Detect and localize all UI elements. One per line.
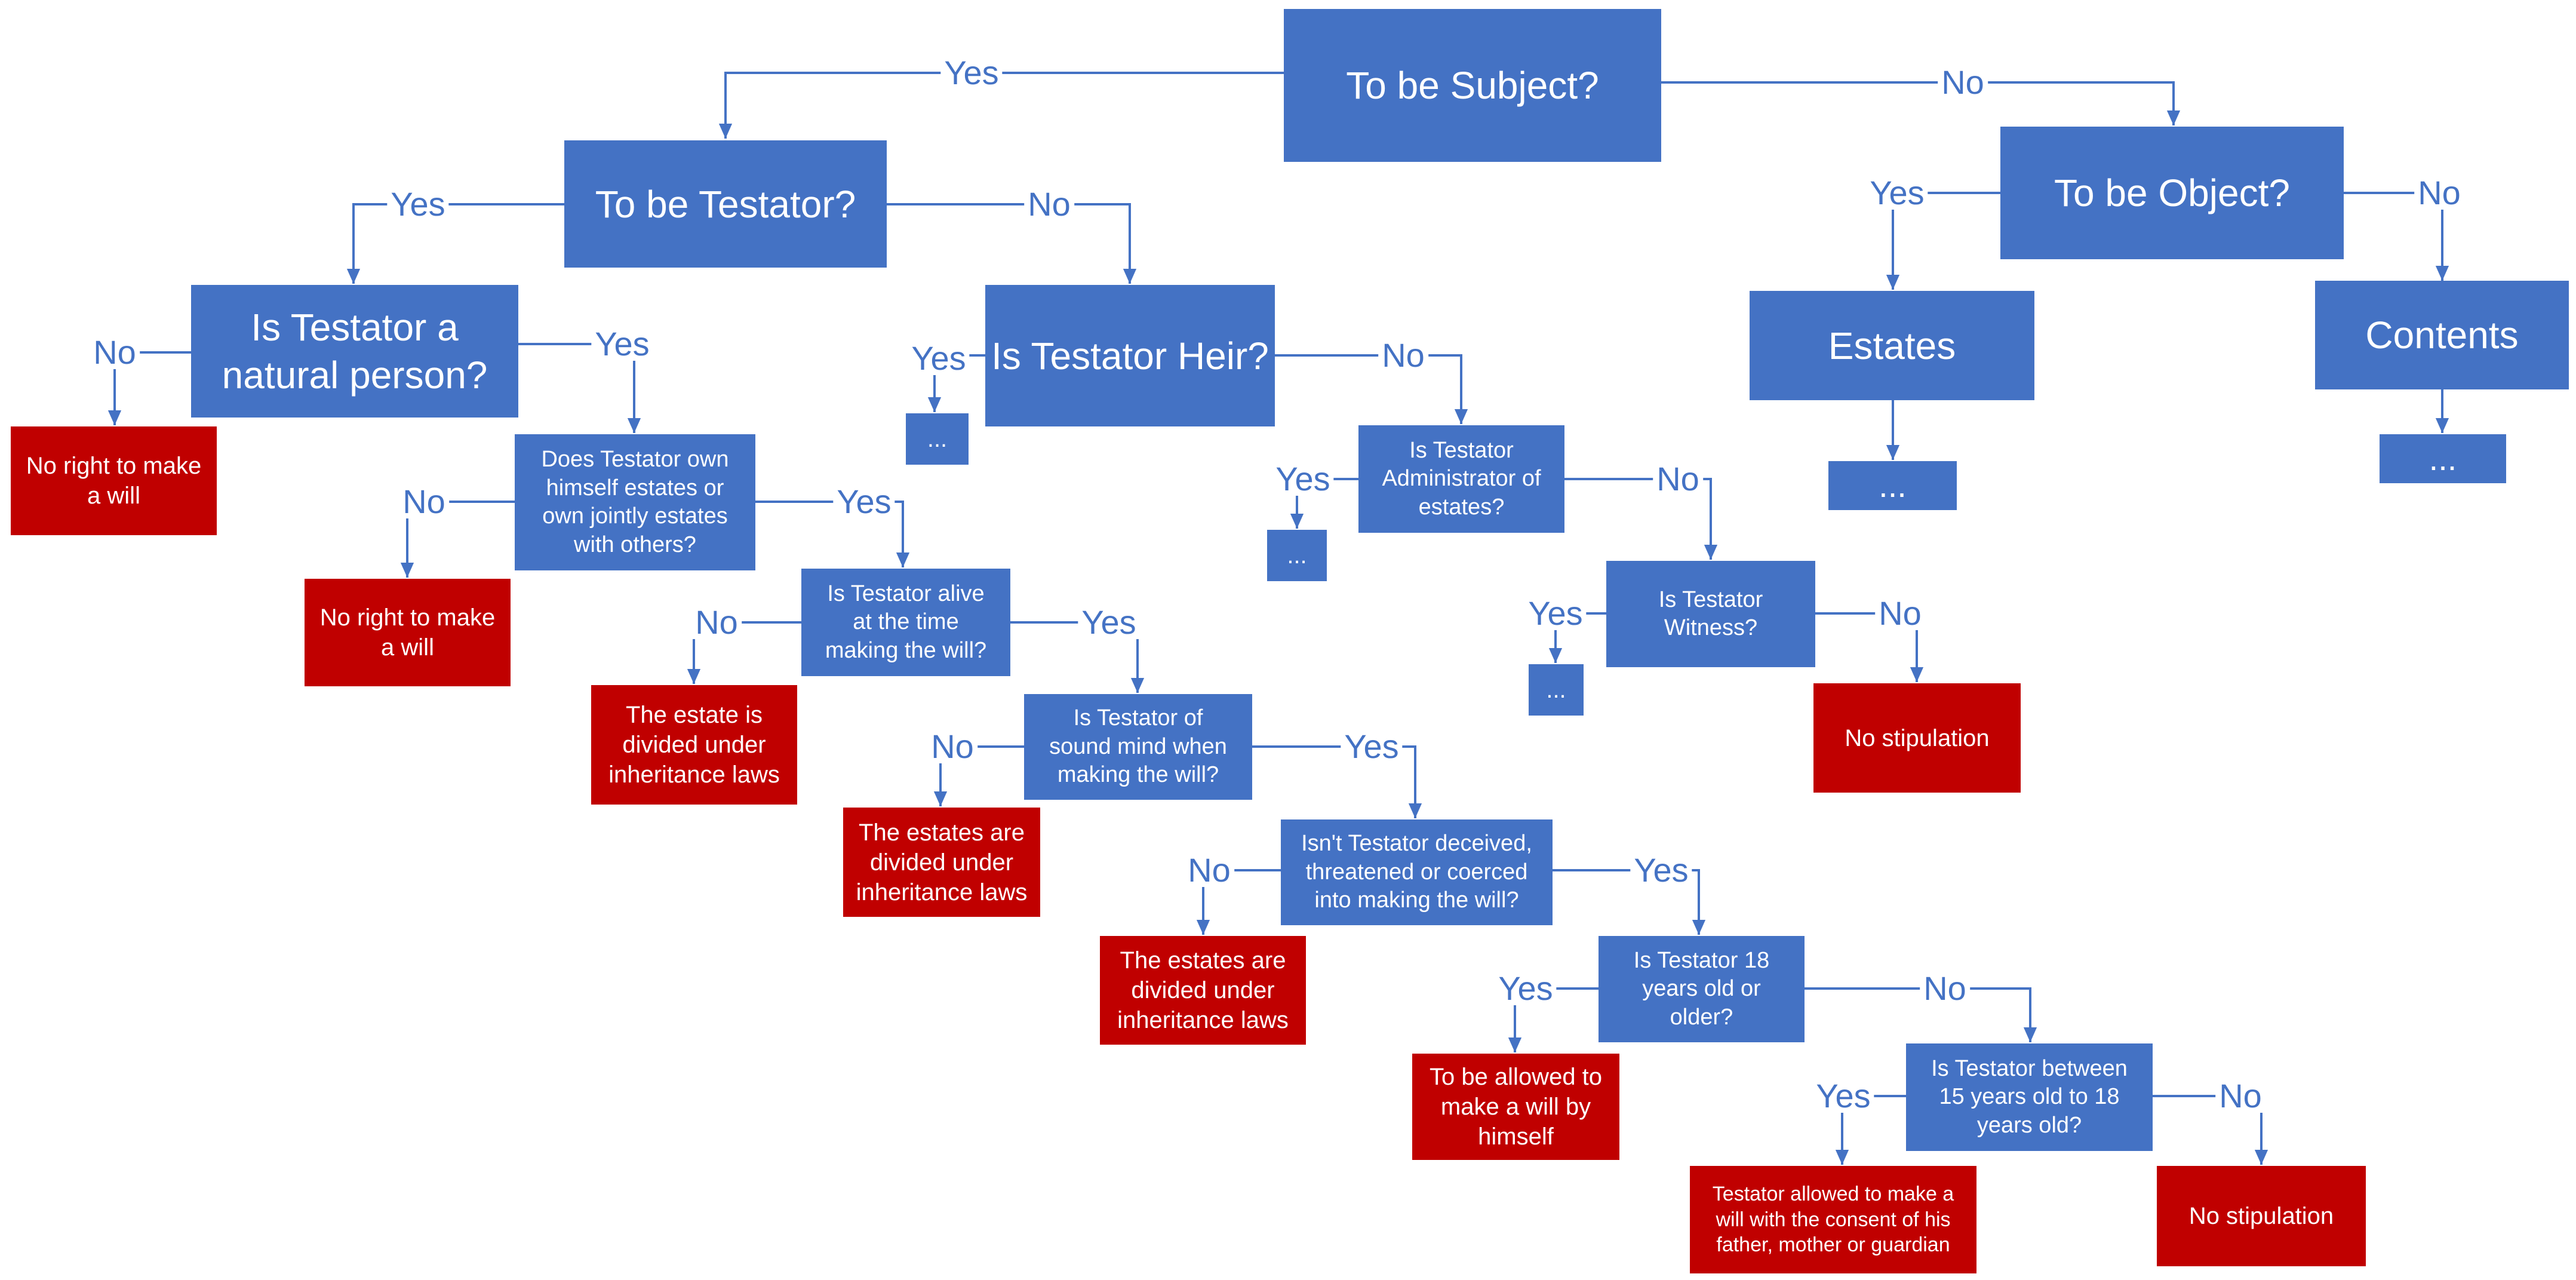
node-own-estates: Does Testator own himself estates or own… — [515, 434, 755, 570]
node-witness-more: ... — [1529, 664, 1584, 716]
node-witness: Is Testator Witness? — [1606, 561, 1815, 667]
node-estates-more: ... — [1828, 461, 1957, 510]
node-subject: To be Subject? — [1284, 9, 1661, 162]
node-age-15-18: Is Testator between 15 years old to 18 y… — [1906, 1043, 2153, 1151]
label-subject-yes: Yes — [940, 56, 1003, 90]
node-allowed-consent: Testator allowed to make a will with the… — [1690, 1166, 1976, 1273]
edge-subject-yes — [718, 72, 1284, 139]
label-subject-no: No — [1938, 66, 1988, 99]
label-witness-yes: Yes — [1524, 597, 1587, 630]
label-testator-no: No — [1024, 188, 1074, 221]
node-no-right-2: No right to make a will — [305, 579, 511, 686]
label-object-no: No — [2414, 176, 2464, 210]
node-estate-divided: The estate is divided under inheritance … — [591, 685, 797, 805]
label-age15-no: No — [2215, 1079, 2265, 1113]
edge-subject-no — [1661, 81, 2181, 125]
label-sound-no: No — [927, 730, 977, 763]
node-contents: Contents — [2315, 281, 2569, 389]
node-no-right-1: No right to make a will — [11, 426, 217, 535]
node-estates-divided-2: The estates are divided under inheritanc… — [1100, 936, 1306, 1045]
label-alive-yes: Yes — [1078, 606, 1140, 639]
edge-admin-no — [1564, 478, 1718, 560]
node-age-18: Is Testator 18 years old or older? — [1599, 936, 1805, 1042]
edge-own-yes — [755, 501, 910, 567]
label-age18-yes: Yes — [1495, 972, 1557, 1005]
node-heir: Is Testator Heir? — [985, 285, 1275, 426]
label-sound-yes: Yes — [1341, 730, 1403, 763]
edge-heir-no — [1275, 354, 1468, 424]
node-contents-more: ... — [2380, 434, 2506, 483]
node-no-stipulation-2: No stipulation — [2157, 1166, 2366, 1266]
edge-testator-no — [887, 203, 1137, 284]
node-estates: Estates — [1750, 291, 2034, 400]
node-no-stipulation-1: No stipulation — [1813, 683, 2021, 793]
edge-testator-yes — [346, 203, 564, 284]
node-allowed-himself: To be allowed to make a will by himself — [1412, 1054, 1619, 1160]
label-admin-no: No — [1653, 462, 1703, 496]
node-object: To be Object? — [2000, 127, 2344, 259]
label-object-yes: Yes — [1866, 176, 1928, 210]
node-admin-more: ... — [1267, 530, 1327, 581]
label-natural-yes: Yes — [591, 327, 653, 361]
label-own-yes: Yes — [833, 485, 895, 518]
label-age18-no: No — [1920, 972, 1970, 1005]
node-deceived: Isn't Testator deceived, threatened or c… — [1281, 819, 1553, 925]
label-natural-no: No — [90, 336, 140, 369]
label-alive-no: No — [691, 606, 742, 639]
label-testator-yes: Yes — [387, 188, 449, 221]
edge-age18-no — [1805, 987, 2037, 1042]
node-sound-mind: Is Testator of sound mind when making th… — [1024, 694, 1252, 800]
node-natural-person: Is Testator a natural person? — [191, 285, 518, 418]
node-alive: Is Testator alive at the time making the… — [801, 569, 1010, 676]
label-own-no: No — [399, 485, 449, 518]
label-heir-no: No — [1378, 339, 1428, 372]
label-age15-yes: Yes — [1812, 1079, 1874, 1113]
node-administrator: Is Testator Administrator of estates? — [1358, 425, 1564, 533]
node-heir-more: ... — [906, 413, 969, 465]
label-deceived-yes: Yes — [1630, 854, 1692, 887]
label-heir-yes: Yes — [908, 342, 970, 375]
node-estates-divided-1: The estates are divided under inheritanc… — [843, 808, 1040, 917]
node-testator: To be Testator? — [564, 140, 887, 268]
label-deceived-no: No — [1184, 854, 1234, 887]
edge-deceived-yes — [1553, 869, 1706, 935]
label-admin-yes: Yes — [1272, 462, 1334, 496]
edge-sound-yes — [1252, 745, 1422, 818]
label-witness-no: No — [1875, 597, 1925, 630]
